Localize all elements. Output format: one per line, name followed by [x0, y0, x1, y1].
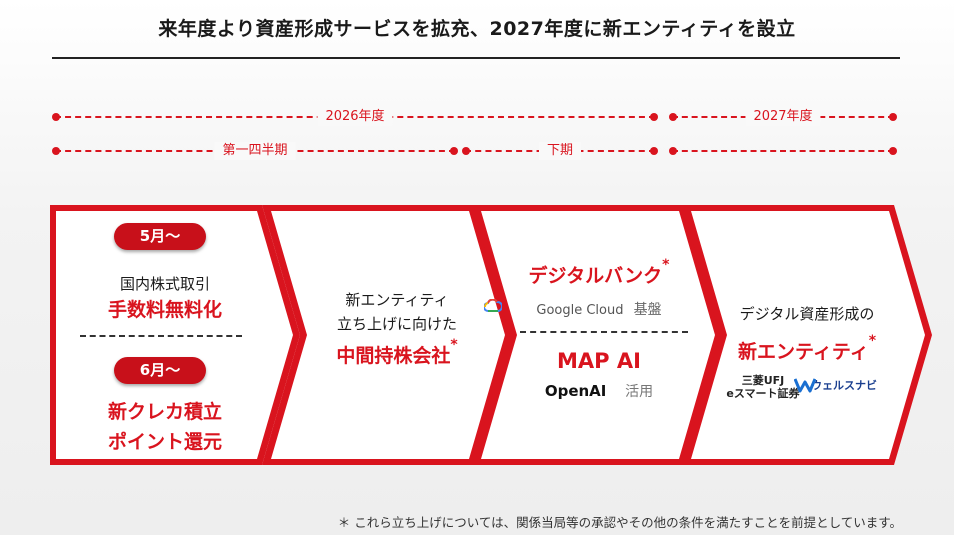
card-savings-label: 新クレカ積立 — [107, 401, 222, 423]
divider — [80, 335, 242, 337]
domestic-stock-label: 国内株式取引 — [119, 275, 210, 293]
new-entity-emph-label: 新エンティティ* — [692, 333, 922, 364]
foundation-tag: 基盤 — [633, 302, 662, 318]
esmart-text: eスマート証券 — [726, 387, 800, 400]
holding-company-label: 中間持株会社* — [282, 337, 512, 368]
wealthnavi-logo: ウェルスナビ — [794, 377, 894, 393]
step-card-3: デジタルバンク* Google Cloud 基盤 MAP AI OpenAI 活… — [472, 205, 724, 465]
title-underline — [52, 57, 900, 59]
new-entity-label: 新エンティティ — [345, 291, 449, 309]
usage-tag: 活用 — [625, 384, 654, 400]
timeline-2026-label: 2026年度 — [317, 108, 393, 126]
google-cloud-row: Google Cloud 基盤 — [484, 299, 714, 319]
mufg-esmart-logo: 三菱UFJ eスマート証券 — [722, 374, 804, 400]
timeline-2027-label: 2027年度 — [745, 108, 821, 126]
digital-bank-label: デジタルバンク* — [484, 257, 714, 288]
badge-may: 5月～ — [114, 223, 206, 250]
step-card-4: デジタル資産形成の 新エンティティ* 三菱UFJ eスマート証券 ウェルスナビ — [682, 205, 934, 465]
asterisk: * — [450, 337, 458, 353]
divider — [520, 331, 688, 333]
map-ai-label: MAP AI — [557, 349, 641, 373]
fee-free-label: 手数料無料化 — [107, 299, 222, 321]
openai-row: OpenAI 活用 — [484, 381, 714, 401]
timeline-h2-label: 下期 — [538, 142, 582, 160]
wealthnavi-text: ウェルスナビ — [811, 379, 877, 392]
footnote: ＊ これら立ち上げについては、関係当局等の承認やその他の条件を満たすことを前提と… — [337, 515, 902, 530]
new-entity-emph-text: 新エンティティ — [737, 341, 869, 363]
page-title: 来年度より資産形成サービスを拡充、2027年度に新エンティティを設立 — [158, 18, 796, 40]
google-cloud-icon — [484, 299, 502, 312]
wealthnavi-icon — [794, 378, 816, 393]
step-card-1: 5月～ 国内株式取引 手数料無料化 6月～ 新クレカ積立 ポイント還元 — [50, 205, 302, 465]
timeline-2027-row2 — [669, 144, 897, 158]
holding-company-text: 中間持株会社 — [336, 345, 451, 367]
launch-label: 立ち上げに向けた — [336, 315, 457, 333]
digital-bank-text: デジタルバンク — [528, 265, 663, 287]
asterisk: * — [662, 257, 670, 273]
openai-text: OpenAI — [544, 382, 607, 400]
google-cloud-text: Google Cloud — [536, 303, 624, 318]
points-label: ポイント還元 — [107, 431, 222, 453]
timeline-2027: 2027年度 — [669, 108, 897, 126]
timeline-2026: 2026年度 — [52, 108, 658, 126]
timeline-q1-label: 第一四半期 — [214, 142, 296, 160]
timeline-q1: 第一四半期 — [52, 142, 458, 160]
timeline-h2: 下期 — [462, 142, 658, 160]
asterisk: * — [868, 333, 877, 349]
step-card-2: 新エンティティ 立ち上げに向けた 中間持株会社* — [262, 205, 514, 465]
mufg-text: 三菱UFJ — [741, 374, 785, 387]
digital-asset-label: デジタル資産形成の — [739, 305, 875, 323]
badge-june: 6月～ — [114, 357, 206, 384]
